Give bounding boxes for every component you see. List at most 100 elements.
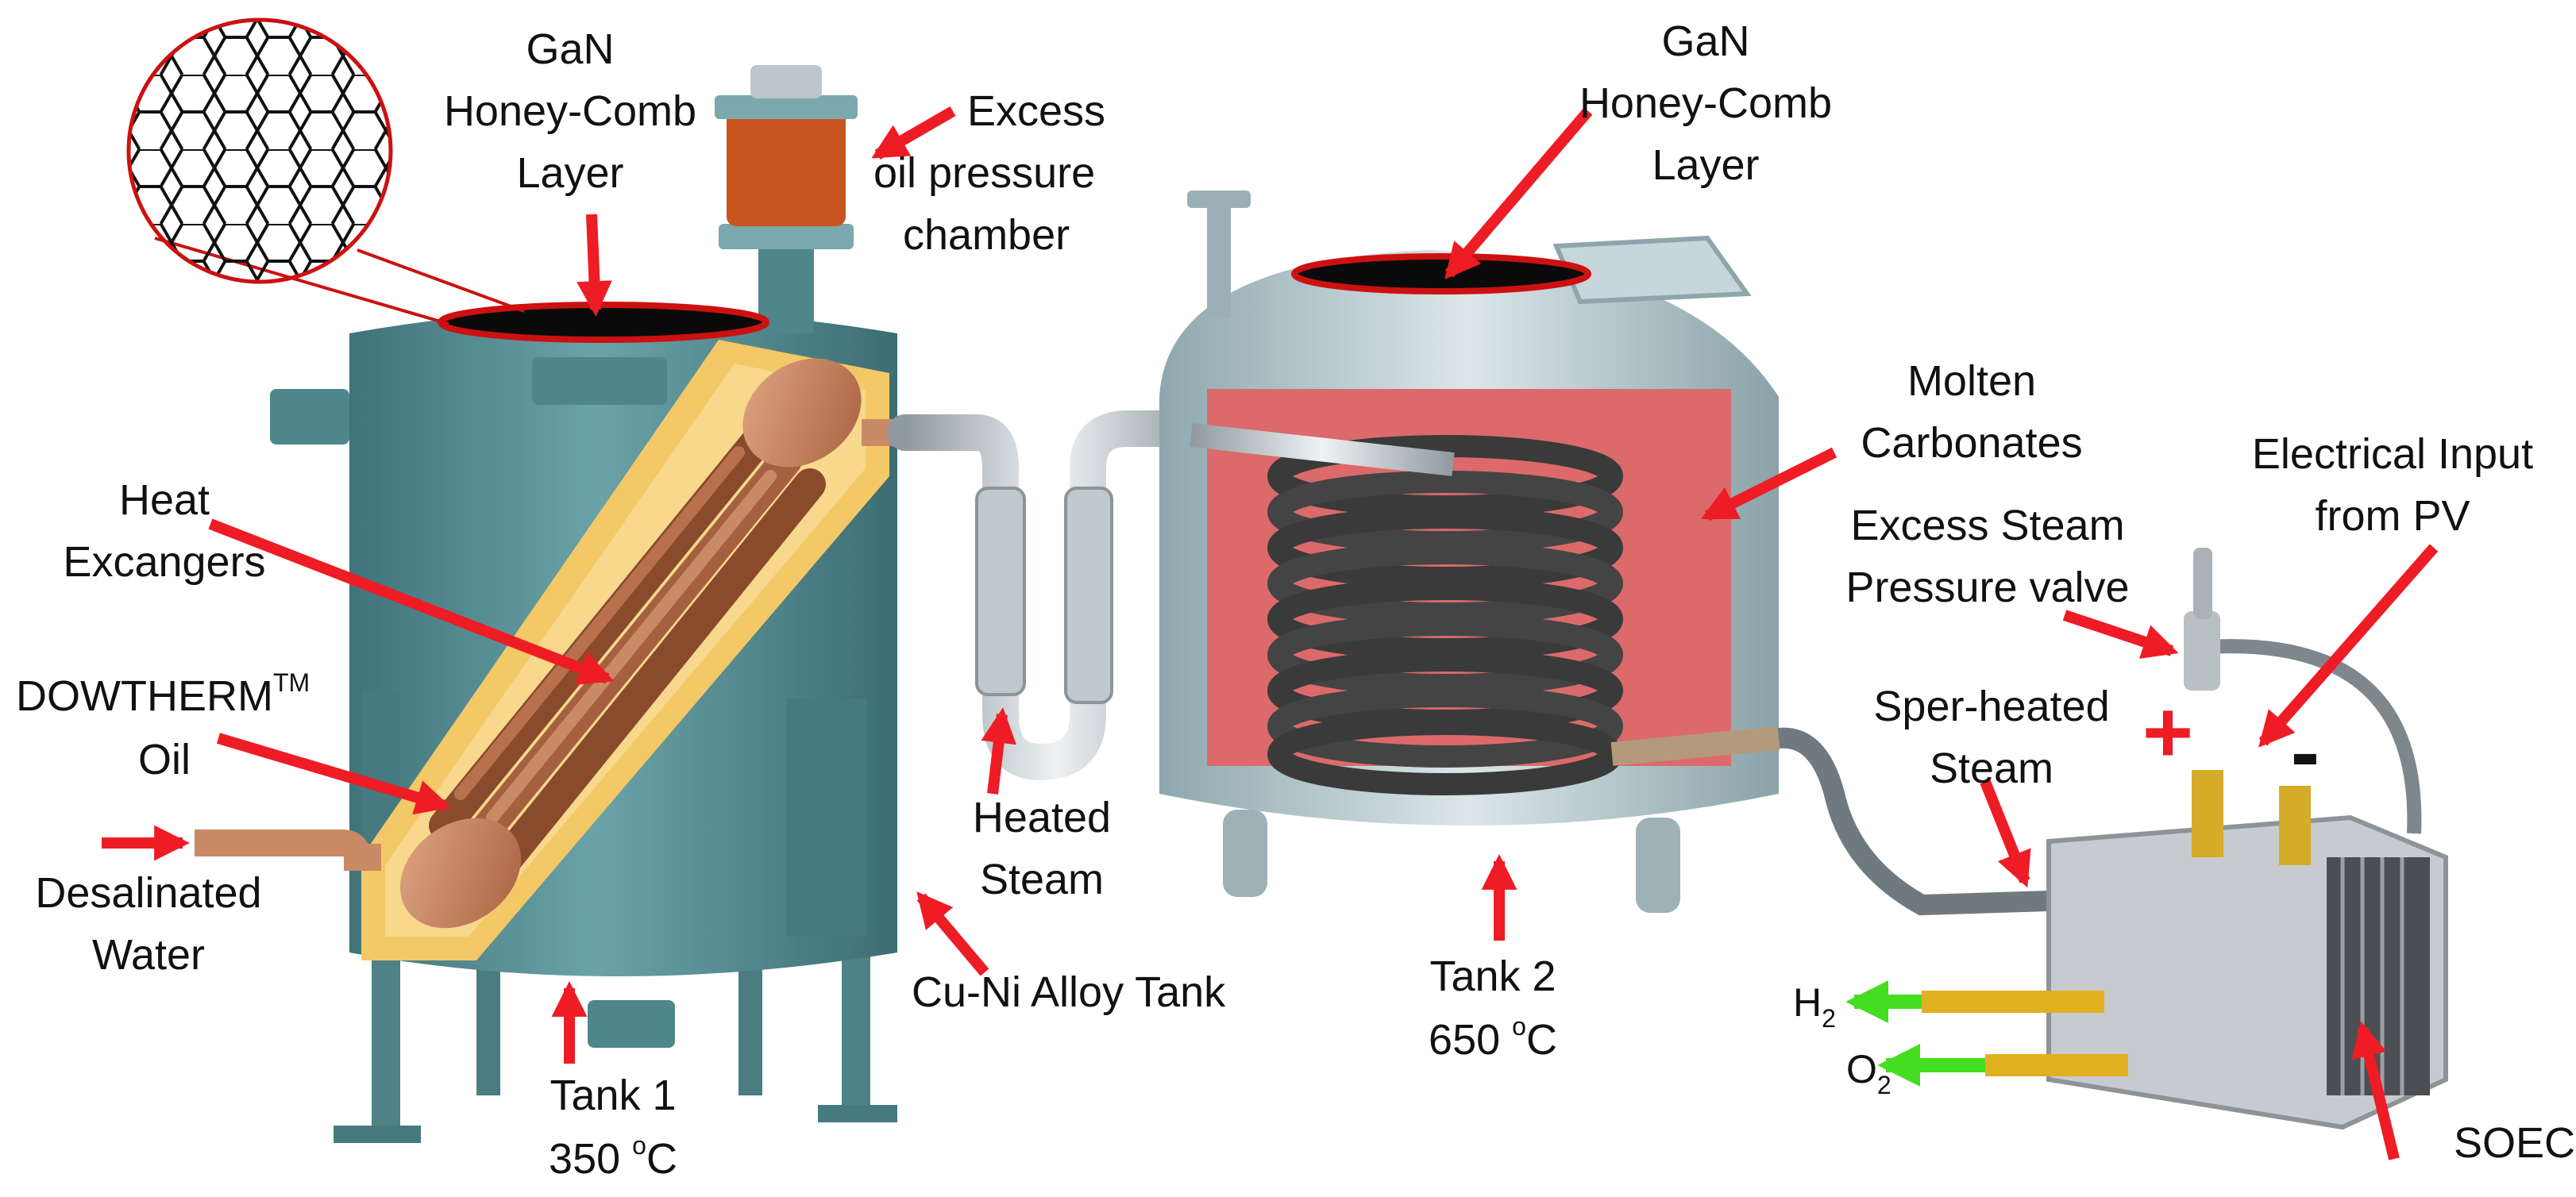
tank-1-bottom-valve: [588, 1000, 675, 1048]
label-electrical: Electrical Input from PV: [2252, 430, 2533, 540]
heating-coil: [1267, 435, 1623, 795]
dowtherm-main: DOWTHERM: [16, 672, 273, 720]
excess-oil-chamber: [727, 107, 846, 226]
electrical-line: from PV: [2315, 492, 2470, 540]
annotation-arrows: [102, 106, 2439, 1160]
arrow-icon: [2258, 544, 2439, 748]
gan-left-line: Honey-Comb: [444, 87, 696, 135]
steam-bellows: [1064, 487, 1113, 704]
excess-oil-chamber-pipe: [758, 238, 814, 333]
excess-oil-line: oil pressure: [873, 149, 1095, 197]
steam-hose: [1777, 727, 2050, 916]
arrow-icon: [208, 518, 615, 685]
heated-steam-line: Steam: [980, 856, 1104, 903]
arrow-icon: [216, 733, 452, 815]
excess-oil-chamber-flange: [719, 224, 854, 249]
gan-right-line: GaN: [1661, 17, 1749, 65]
soec-stack: [1777, 548, 2448, 1130]
tank-2-nozzle: [1207, 198, 1231, 318]
label-o2: O2: [1846, 1047, 1892, 1099]
tank-1-temp: 350 oC: [549, 1131, 677, 1183]
desalinated-line: Desalinated: [35, 869, 261, 917]
heat-exchangers-line: Heat: [119, 476, 210, 524]
arrow-icon: [1980, 779, 2031, 888]
honeycomb-inset: [126, 17, 525, 325]
superheated-line: Steam: [1930, 745, 2053, 792]
label-excess-oil: Excess oil pressure chamber: [873, 87, 1105, 259]
dowtherm-oil: Oil: [138, 736, 191, 783]
tank-1-foot: [334, 1126, 421, 1143]
molten-line: Carbonates: [1861, 419, 2082, 467]
tank-2-leg: [1223, 810, 1267, 897]
excess-oil-chamber-cap: [750, 65, 822, 98]
steam-pipe: [887, 410, 1225, 781]
negative-terminal-symbol: -: [2291, 703, 2320, 801]
arrow-icon: [916, 891, 989, 976]
electrical-line: Electrical Input: [2252, 430, 2533, 478]
label-superheated: Sper-heated Steam: [1873, 683, 2109, 792]
dowtherm-line: DOWTHERMTM: [16, 668, 310, 720]
label-soec: SOEC: [2454, 1119, 2575, 1167]
tank-1-temp-value: 350: [549, 1135, 632, 1183]
soec-terminal-positive: [2192, 770, 2223, 857]
label-cu-ni-tank: Cu-Ni Alloy Tank: [912, 968, 1226, 1016]
arrow-icon: [577, 214, 612, 317]
excess-oil-line: Excess: [967, 87, 1105, 135]
tank-2-temp: 650 oC: [1429, 1012, 1557, 1064]
gan-left-line: GaN: [526, 25, 614, 73]
label-gan-left: GaN Honey-Comb Layer: [444, 25, 696, 197]
tank-2-name: Tank 2: [1429, 953, 1556, 1000]
arrow-icon: [1444, 107, 1593, 279]
tank-2-degree: o: [1512, 1012, 1526, 1041]
excess-steam-line: Pressure valve: [1845, 564, 2129, 611]
arrow-icon: [1700, 447, 1838, 522]
tank-1-side-valve: [270, 389, 349, 445]
tank-1-name: Tank 1: [550, 1072, 676, 1119]
desalinated-line: Water: [92, 931, 205, 979]
coil-inlet-pipe: [1190, 423, 1455, 476]
tank-2: [1159, 191, 1780, 913]
honeycomb-icon: [129, 20, 391, 282]
label-gan-right: GaN Honey-Comb Layer: [1579, 17, 1832, 189]
molten-line: Molten: [1907, 357, 2036, 405]
label-heated-steam: Heated Steam: [973, 794, 1111, 903]
h2-base: H: [1793, 980, 1822, 1025]
steam-bellows: [975, 487, 1026, 696]
soec-terminal-negative: [2279, 786, 2311, 865]
tank-1-side-support: [786, 699, 819, 937]
tank-1-degree: o: [632, 1131, 646, 1160]
label-tank-2: Tank 2 650 oC: [1429, 953, 1557, 1064]
inset-border: [126, 17, 393, 284]
gan-honeycomb-layer-left: [438, 302, 769, 343]
o2-base: O: [1846, 1047, 1877, 1091]
excess-oil-chamber-flange: [715, 95, 858, 119]
tank-1: [195, 65, 921, 1143]
tank-1-side-support: [834, 699, 867, 937]
tank-1-unit: C: [646, 1135, 677, 1183]
arrow-icon: [871, 106, 956, 160]
label-tank-1: Tank 1 350 oC: [549, 1072, 677, 1183]
gan-right-line: Layer: [1652, 141, 1759, 189]
gan-right-line: Honey-Comb: [1579, 79, 1832, 127]
inset-pointer-line: [357, 248, 525, 313]
o2-sub: 2: [1877, 1071, 1892, 1099]
gas-output-arrows: [1845, 980, 1985, 1087]
heat-exchanger-header-bottom: [399, 818, 522, 929]
dowtherm-tm: TM: [273, 668, 310, 697]
tank-2-leg: [1636, 818, 1680, 913]
coil-outlet-pipe: [1610, 726, 1780, 766]
pressure-valve: [2184, 611, 2220, 691]
tank-1-foot: [818, 1105, 897, 1122]
superheated-line: Sper-heated: [1873, 683, 2109, 730]
arrow-icon: [2062, 610, 2179, 659]
heat-exchanger-tubes: [429, 429, 826, 873]
label-excess-steam: Excess Steam Pressure valve: [1845, 502, 2129, 611]
label-h2: H2: [1793, 980, 1836, 1033]
pv-cable: [2207, 639, 2422, 834]
label-heat-exchangers: Heat Excangers: [63, 476, 265, 586]
gan-honeycomb-layer-right: [1291, 253, 1591, 294]
tank-2-nozzle-flange: [1187, 191, 1251, 208]
label-molten: Molten Carbonates: [1861, 357, 2082, 467]
tank-2-unit: C: [1526, 1016, 1557, 1064]
